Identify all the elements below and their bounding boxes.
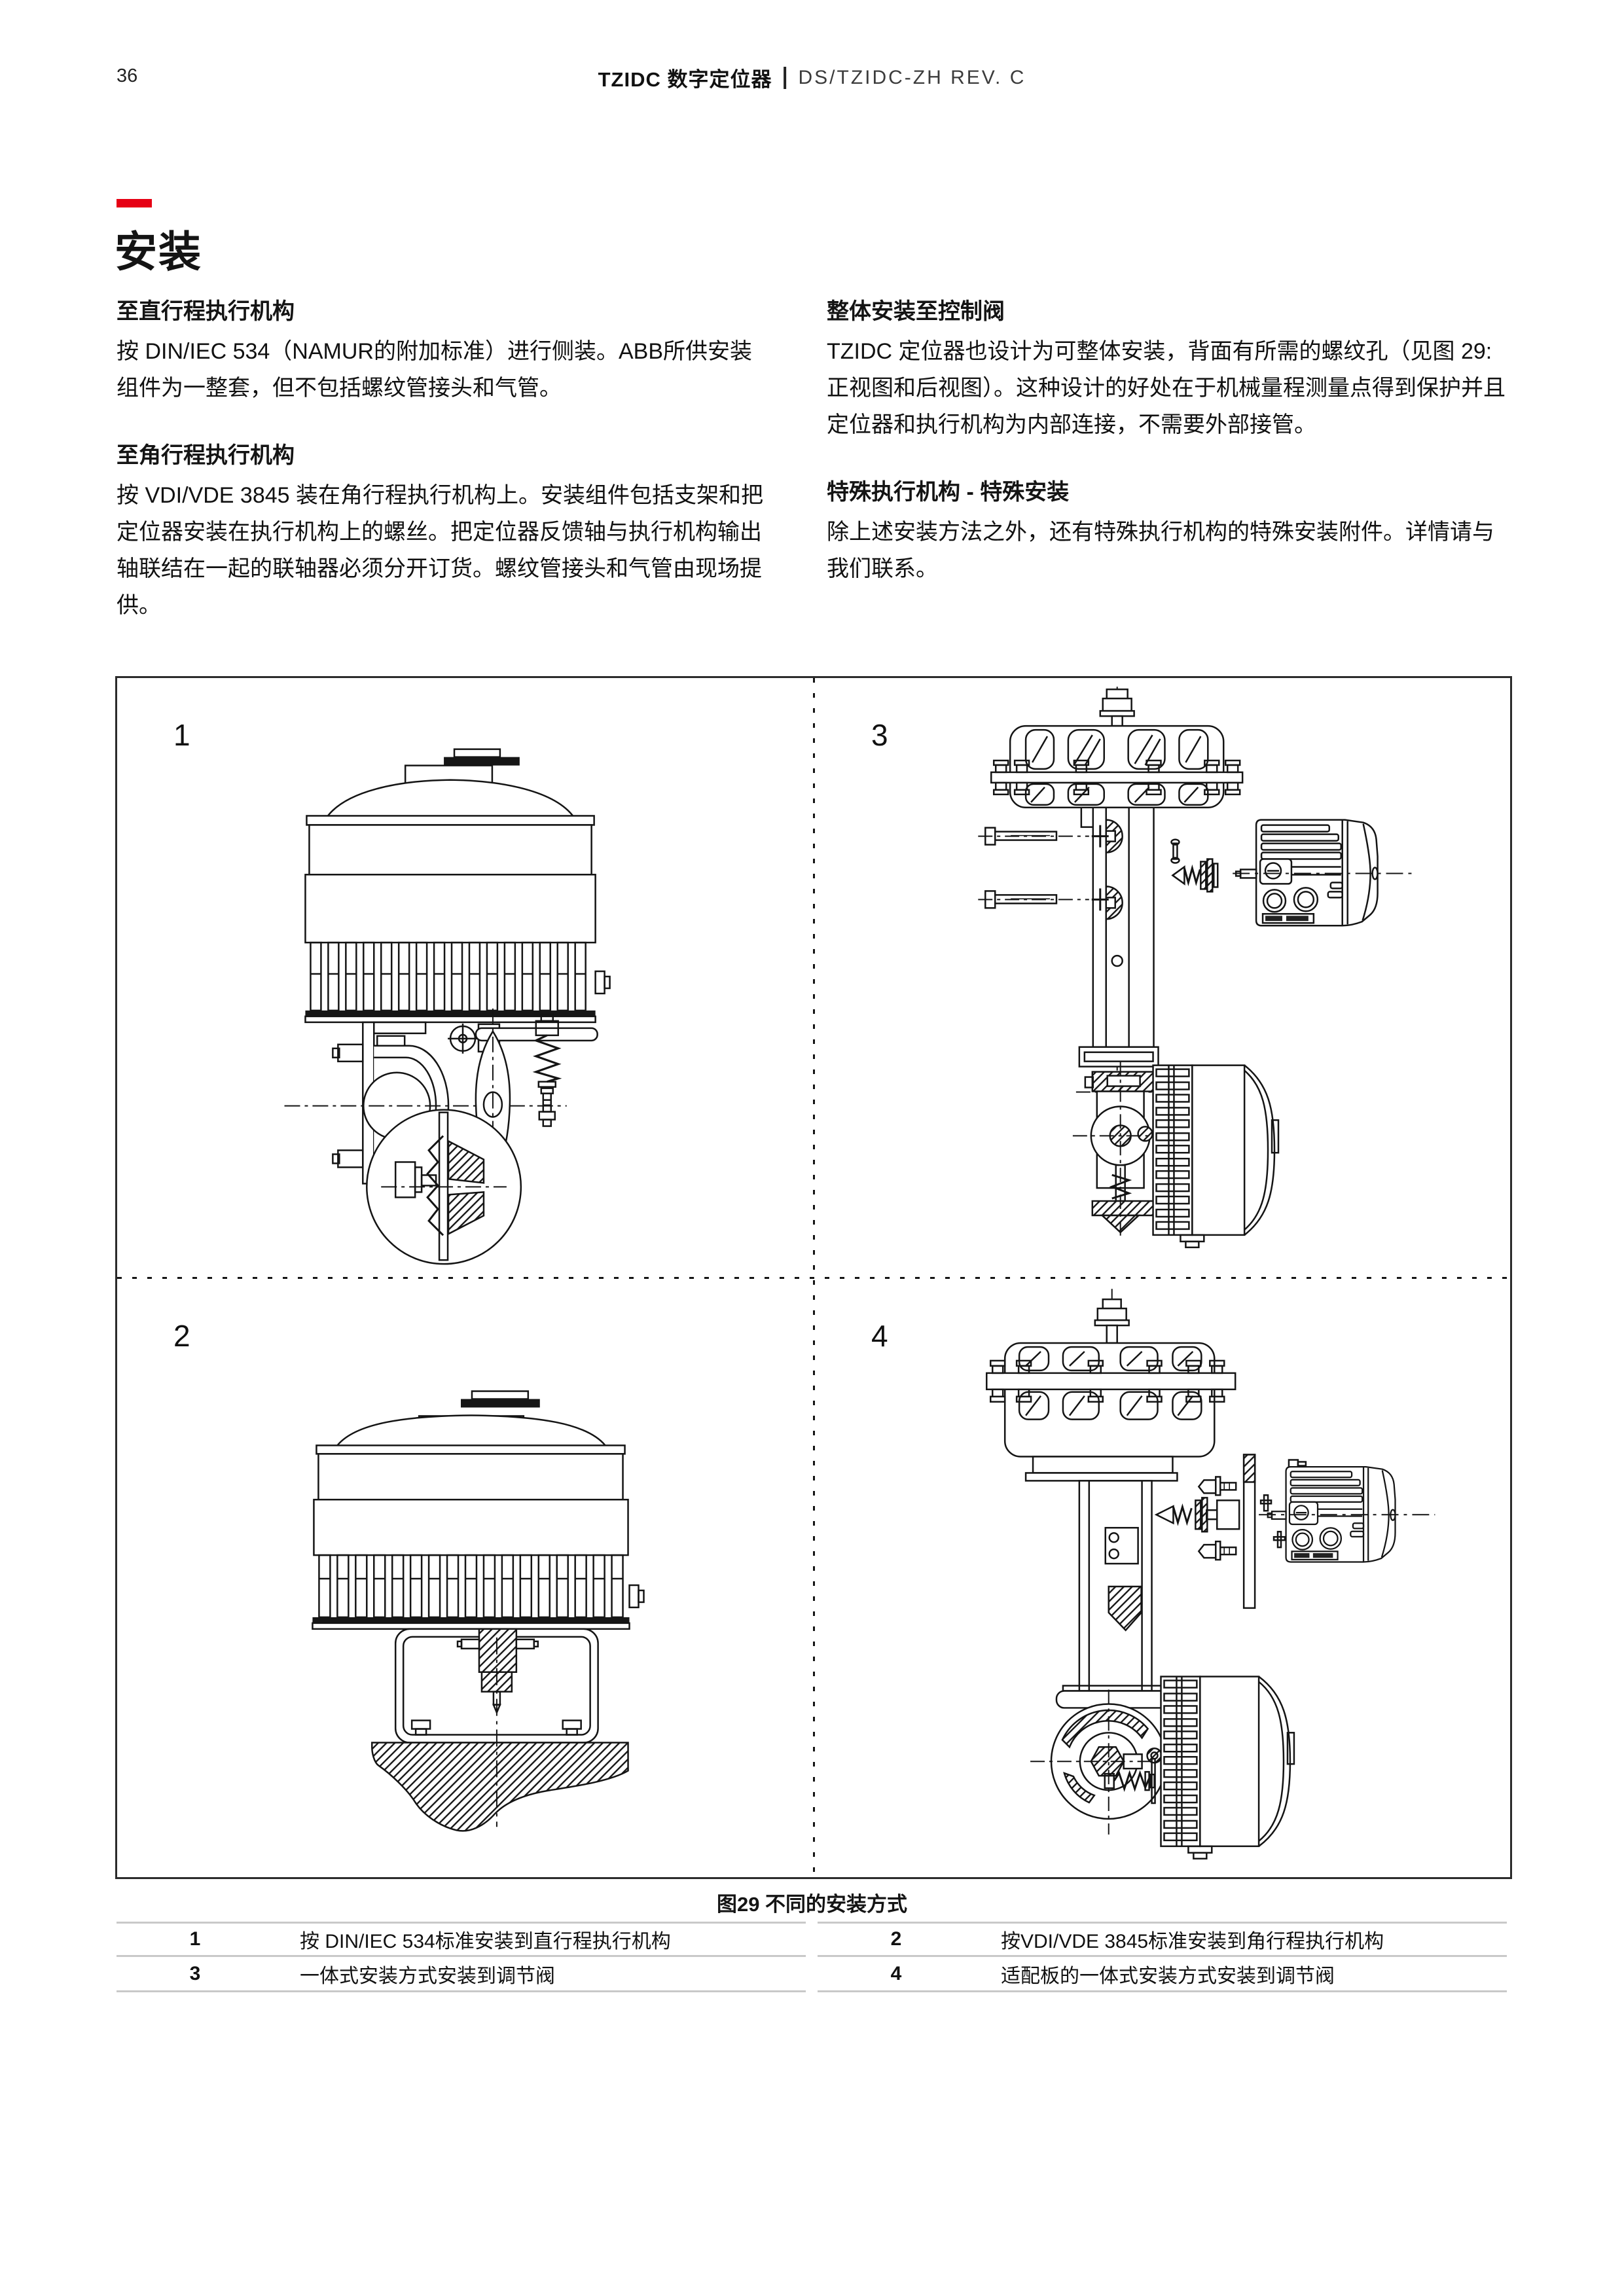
quadrant-2-number: 2	[173, 1319, 190, 1353]
paragraph-linear-actuator: 按 DIN/IEC 534（NAMUR的附加标准）进行侧装。ABB所供安装组件为…	[117, 339, 752, 401]
legend-number: 2	[890, 1928, 902, 1950]
drawing-linear-actuator-mounting	[284, 748, 611, 1265]
subheading-integral-mounting: 整体安装至控制阀	[827, 299, 1005, 324]
table-cell-group: 1 按 DIN/IEC 534标准安装到直行程执行机构	[117, 1922, 806, 1957]
legend-number: 1	[189, 1928, 201, 1950]
paragraph-rotary-actuator: 按 VDI/VDE 3845 装在角行程执行机构上。安装组件包括支架和把定位器安…	[117, 483, 764, 618]
table-cell-group: 4 适配板的一体式安装方式安装到调节阀	[818, 1957, 1507, 1992]
figure-legend-table: 1 按 DIN/IEC 534标准安装到直行程执行机构 2 按VDI/VDE 3…	[117, 1922, 1507, 1992]
legend-text: 适配板的一体式安装方式安装到调节阀	[1001, 1965, 1335, 1987]
header-doc-ref: DS/TZIDC-ZH REV. C	[798, 66, 1026, 88]
paragraph-special-actuators: 除上述安装方法之外，还有特殊执行机构的特殊安装附件。详情请与我们联系。	[827, 520, 1494, 581]
subheading-special-actuators: 特殊执行机构 - 特殊安装	[827, 480, 1070, 505]
figure-quadrant-4: 4	[815, 1279, 1510, 1876]
figure-29-frame: 1	[115, 676, 1512, 1879]
drawing-rotary-actuator-mounting	[312, 1390, 645, 1832]
quadrant-4-number: 4	[871, 1319, 888, 1353]
section-accent-dash	[117, 199, 152, 207]
paragraph-integral-mounting: TZIDC 定位器也设计为可整体安装，背面有所需的螺纹孔（见图 29: 正视图和…	[827, 339, 1506, 437]
subheading-rotary-actuator: 至角行程执行机构	[117, 443, 295, 468]
table-cell-group: 2 按VDI/VDE 3845标准安装到角行程执行机构	[818, 1922, 1507, 1957]
quadrant-1-number: 1	[173, 718, 190, 752]
page-header: TZIDC 数字定位器 DS/TZIDC-ZH REV. C	[598, 63, 1026, 92]
drawing-integral-mounting-exploded	[978, 687, 1416, 1249]
legend-text: 按VDI/VDE 3845标准安装到角行程执行机构	[1001, 1931, 1384, 1952]
header-separator	[784, 66, 787, 89]
figure-quadrant-3: 3	[815, 678, 1510, 1277]
text-column-left: 至直行程执行机构 按 DIN/IEC 534（NAMUR的附加标准）进行侧装。A…	[117, 296, 772, 658]
figure-horizontal-divider	[117, 1277, 1510, 1279]
drawing-integral-mounting-adapter-exploded	[986, 1289, 1435, 1860]
page-number: 36	[117, 65, 138, 86]
subheading-linear-actuator: 至直行程执行机构	[117, 299, 295, 324]
quadrant-3-number: 3	[871, 718, 888, 752]
figure-quadrant-1: 1	[117, 678, 813, 1277]
table-cell-group: 3 一体式安装方式安装到调节阀	[117, 1957, 806, 1992]
legend-text: 按 DIN/IEC 534标准安装到直行程执行机构	[300, 1931, 671, 1952]
legend-text: 一体式安装方式安装到调节阀	[300, 1965, 555, 1987]
legend-number: 3	[189, 1962, 201, 1984]
section-title: 安装	[115, 228, 203, 276]
legend-number: 4	[890, 1962, 902, 1984]
header-title: TZIDC 数字定位器	[598, 68, 772, 91]
figure-quadrant-2: 2	[117, 1279, 813, 1876]
text-column-right: 整体安装至控制阀 TZIDC 定位器也设计为可整体安装，背面有所需的螺纹孔（见图…	[827, 296, 1507, 621]
table-row: 3 一体式安装方式安装到调节阀 4 适配板的一体式安装方式安装到调节阀	[117, 1957, 1507, 1992]
table-row: 1 按 DIN/IEC 534标准安装到直行程执行机构 2 按VDI/VDE 3…	[117, 1922, 1507, 1957]
figure-caption: 图29 不同的安装方式	[716, 1893, 908, 1916]
